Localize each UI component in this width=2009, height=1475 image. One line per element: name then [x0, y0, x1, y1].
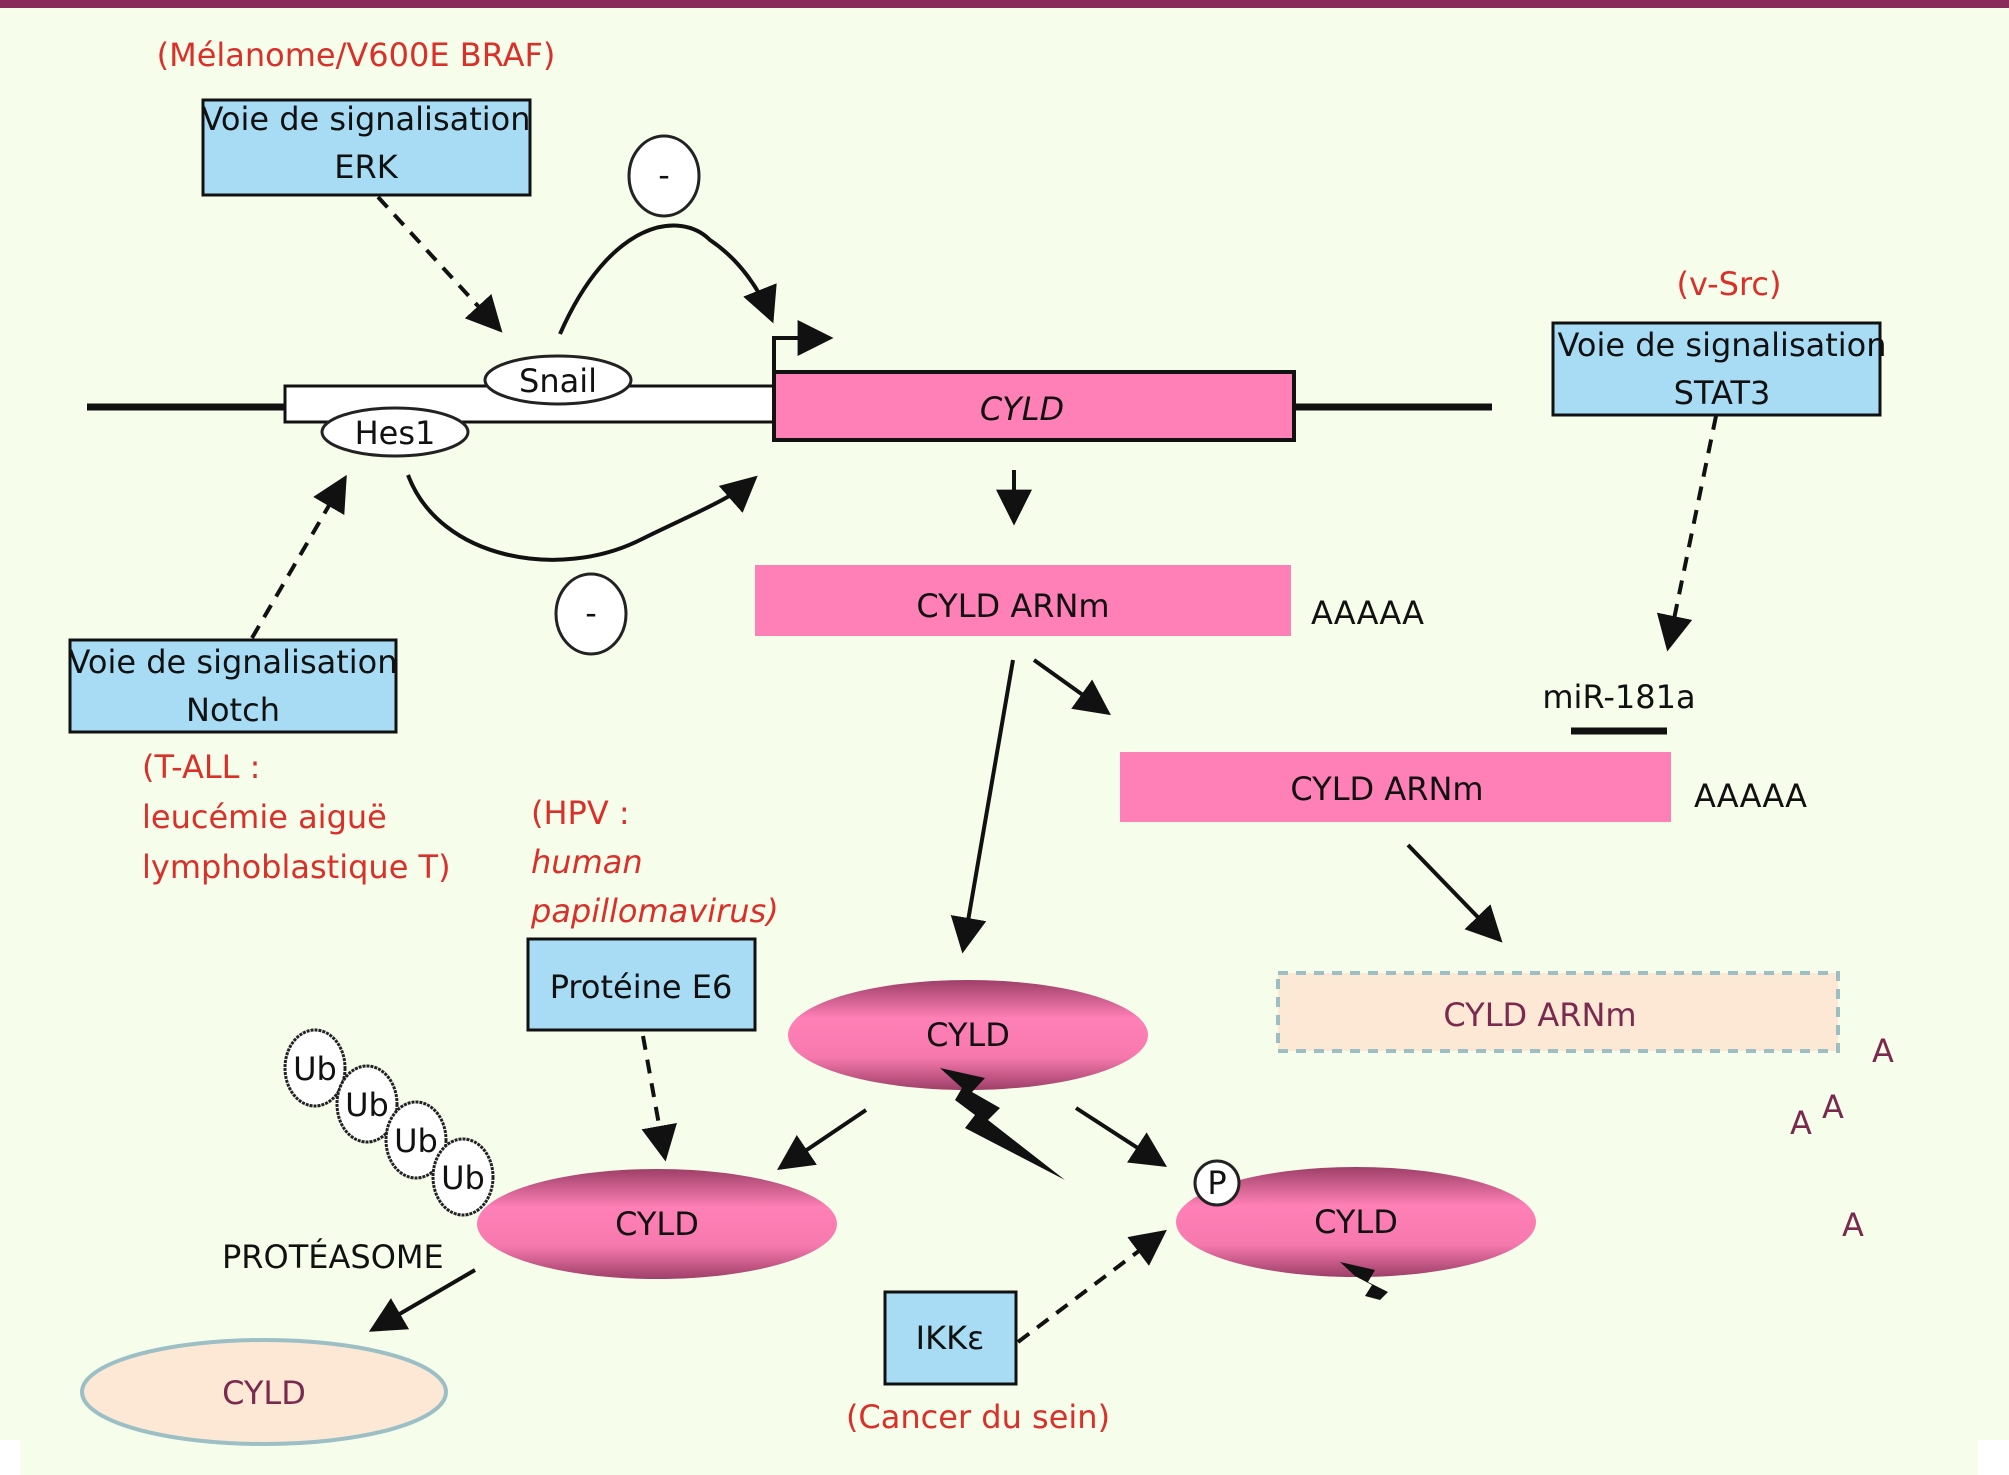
- cyld-protein-ubiquitinated-label: CYLD: [615, 1205, 699, 1243]
- protein-to-ubiquitination-arrow: [777, 1108, 868, 1171]
- lightning-bolt-phospho: [1340, 1262, 1425, 1312]
- hpv-line1: (HPV :: [531, 794, 630, 832]
- stat3-disease-label: (v-Src): [1677, 265, 1782, 303]
- e6-to-cyld-arrow: [641, 1035, 677, 1162]
- notch-to-hes1-arrow: [250, 474, 347, 640]
- cyld-mrna-2[interactable]: CYLD ARNm: [1120, 752, 1671, 822]
- ubiquitin-chain: Ub Ub Ub Ub: [283, 1028, 495, 1217]
- svg-text:-: -: [585, 594, 597, 632]
- svg-text:Ub: Ub: [293, 1050, 337, 1088]
- mirna-label: miR-181a: [1542, 678, 1695, 716]
- cyld-gene-box[interactable]: CYLD: [772, 370, 1296, 442]
- hpv-line3: papillomavirus): [530, 892, 779, 930]
- cyld-mrna-1-label: CYLD ARNm: [916, 587, 1109, 625]
- e6-protein-label: Protéine E6: [550, 968, 733, 1006]
- erk-disease-label: (Mélanome/V600E BRAF): [157, 36, 556, 74]
- ubiquitin-2: Ub: [335, 1064, 399, 1144]
- tss-arrow: [772, 320, 834, 372]
- svg-text:Ub: Ub: [345, 1086, 389, 1124]
- lightning-bolt-center: [940, 1068, 1065, 1180]
- snail-label: Snail: [519, 362, 597, 400]
- erk-to-snail-arrow: [376, 195, 503, 333]
- translation-arrow: [950, 659, 1015, 954]
- scattered-a-2: A: [1822, 1088, 1844, 1126]
- svg-text:P: P: [1207, 1164, 1226, 1202]
- notch-disease-line2: leucémie aiguë: [142, 798, 387, 836]
- erk-box-line1: Voie de signalisation: [201, 100, 530, 138]
- hes1-label: Hes1: [355, 414, 436, 452]
- snail-repression-arc: [558, 223, 777, 335]
- cyld-protein-phosphorylated[interactable]: CYLD: [1176, 1167, 1536, 1277]
- cyld-gene-label: CYLD: [980, 390, 1064, 428]
- hpv-line2: human: [531, 843, 643, 881]
- mrna-degradation-arrow: [1406, 843, 1503, 943]
- svg-text:Ub: Ub: [441, 1159, 485, 1197]
- stat3-pathway-box[interactable]: Voie de signalisation STAT3: [1551, 321, 1887, 417]
- notch-disease-line1: (T-ALL :: [142, 748, 260, 786]
- scattered-a-4: A: [1842, 1206, 1864, 1244]
- ikk-epsilon-box[interactable]: IKKε: [883, 1290, 1018, 1386]
- top-bar: [0, 0, 2009, 8]
- degraded-mrna-box[interactable]: CYLD ARNm: [1276, 971, 1840, 1053]
- e6-protein-box[interactable]: Protéine E6: [526, 937, 757, 1032]
- notch-disease-line3: lymphoblastique T): [142, 848, 451, 886]
- ubiquitin-4: Ub: [431, 1137, 495, 1217]
- bottom-margin: [0, 1440, 20, 1475]
- mrna-to-mirna-target-arrow: [1032, 658, 1111, 716]
- hes1-repressor[interactable]: Hes1: [320, 406, 470, 458]
- erk-box-line2: ERK: [334, 148, 398, 186]
- polya-tail-1: AAAAA: [1311, 594, 1424, 632]
- erk-pathway-box[interactable]: Voie de signalisation ERK: [201, 98, 532, 197]
- degraded-cyld-protein[interactable]: CYLD: [80, 1338, 448, 1446]
- scattered-a-3: A: [1790, 1104, 1812, 1142]
- cyld-protein-phosphorylated-label: CYLD: [1314, 1203, 1398, 1241]
- ikk-epsilon-label: IKKε: [916, 1319, 985, 1357]
- notch-box-line1: Voie de signalisation: [68, 643, 397, 681]
- scattered-a-1: A: [1872, 1032, 1894, 1070]
- hes1-repression-arc: [406, 474, 758, 562]
- inhibition-symbol-bottom: -: [554, 572, 628, 656]
- stat3-box-line2: STAT3: [1674, 374, 1771, 412]
- svg-text:-: -: [658, 156, 670, 194]
- degraded-cyld-label: CYLD: [222, 1374, 306, 1412]
- stat3-to-mirna-arrow: [1656, 415, 1718, 652]
- cyld-protein-ubiquitinated[interactable]: CYLD: [477, 1169, 837, 1279]
- degraded-mrna-label: CYLD ARNm: [1443, 996, 1636, 1034]
- svg-text:Ub: Ub: [394, 1122, 438, 1160]
- protein-to-phosphorylation-arrow: [1074, 1106, 1168, 1167]
- cyld-mrna-2-label: CYLD ARNm: [1290, 770, 1483, 808]
- polya-tail-2: AAAAA: [1694, 777, 1807, 815]
- ubiquitin-1: Ub: [283, 1028, 347, 1108]
- bottom-margin-right: [1978, 1440, 2009, 1475]
- cyld-protein-center-label: CYLD: [926, 1016, 1010, 1054]
- inhibition-symbol-top: -: [627, 134, 701, 218]
- proteasome-label: PROTÉASOME: [222, 1238, 444, 1276]
- cyld-mrna-1[interactable]: CYLD ARNm: [755, 565, 1291, 636]
- notch-pathway-box[interactable]: Voie de signalisation Notch: [68, 638, 398, 734]
- notch-box-line2: Notch: [186, 691, 280, 729]
- phosphate-group: P: [1193, 1159, 1241, 1207]
- snail-repressor[interactable]: Snail: [483, 354, 633, 406]
- ikk-disease-label: (Cancer du sein): [846, 1398, 1110, 1436]
- cyld-protein-center[interactable]: CYLD: [788, 980, 1148, 1090]
- ikk-to-cyld-arrow: [1016, 1229, 1167, 1344]
- ubiquitin-3: Ub: [384, 1100, 448, 1180]
- proteasome-degradation-arrow: [368, 1268, 477, 1332]
- stat3-box-line1: Voie de signalisation: [1557, 326, 1886, 364]
